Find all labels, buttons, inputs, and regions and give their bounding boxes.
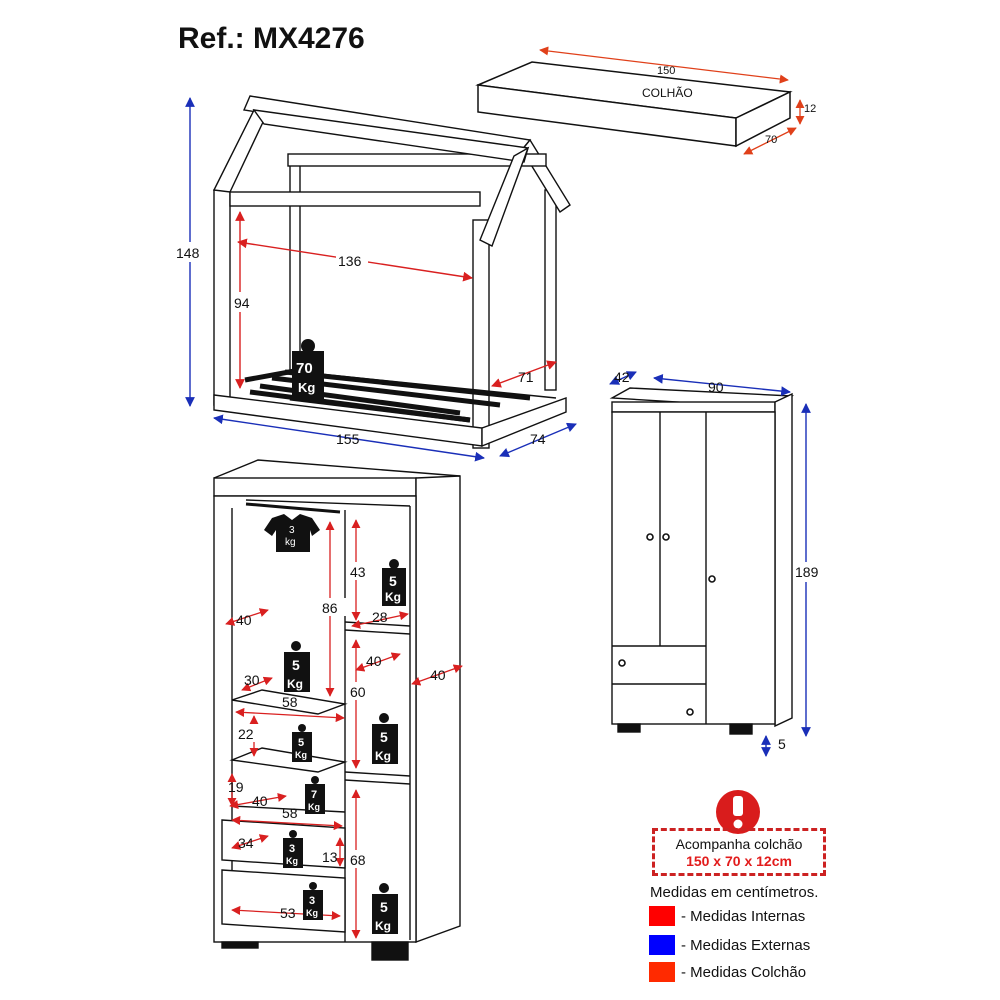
legend-item-mattress: - Medidas Colchão	[649, 961, 806, 983]
notice-line-2: 150 x 70 x 12cm	[686, 853, 792, 869]
legend-swatch	[649, 935, 675, 955]
dim-30: 30	[244, 672, 260, 688]
weight-unit: Kg	[295, 750, 307, 760]
dim-58-low: 58	[282, 805, 298, 821]
weight-icon-shirt: 3 kg	[264, 514, 320, 552]
bed-length-label: 155	[336, 431, 360, 447]
shirt-load-value: 3	[289, 525, 295, 536]
weight-icon-5kg-e: 5 Kg	[372, 883, 398, 934]
dim-40-left: 40	[236, 612, 252, 628]
bed-load-value: 70	[296, 360, 313, 377]
weight-icon-7kg: 7 Kg	[305, 776, 325, 814]
legend-item-external: - Medidas Externas	[649, 934, 810, 956]
weight-value: 5	[389, 573, 397, 589]
dim-68: 68	[350, 852, 366, 868]
weight-unit: Kg	[286, 856, 298, 866]
weight-icon-3kg-a: 3 Kg	[283, 830, 303, 868]
mattress-dimension-lines	[539, 46, 805, 155]
wardrobe-height-mask	[793, 562, 823, 582]
weight-icon-5kg-d: 5 Kg	[292, 724, 312, 762]
bed-height-mask	[174, 242, 204, 262]
weight-unit: Kg	[385, 590, 401, 604]
dim-60: 60	[350, 684, 366, 700]
weight-icon-3kg-b: 3 Kg	[303, 882, 323, 920]
wardrobe-width-label: 90	[708, 379, 724, 395]
bed-inner-height-mask	[232, 292, 258, 312]
legend-swatch	[649, 962, 675, 982]
notice-line-1: Acompanha colchão	[675, 836, 803, 852]
dim-13: 13	[322, 849, 338, 865]
legend-swatch	[649, 906, 675, 926]
legend-item-internal: - Medidas Internas	[649, 905, 805, 927]
bed-inner-length-mask	[336, 250, 368, 270]
weight-unit: Kg	[375, 749, 391, 763]
weight-unit: Kg	[375, 919, 391, 933]
dim-40-right: 40	[430, 667, 446, 683]
legend-label: - Medidas Internas	[681, 907, 806, 925]
legend-label: - Medidas Externas	[681, 936, 811, 954]
bed-inner-height-label: 94	[234, 295, 250, 311]
mattress-height-label: 12	[804, 103, 816, 115]
weight-value: 3	[289, 843, 295, 855]
wardrobe-closed-drawing	[609, 387, 795, 735]
wardrobe-open-drawing	[213, 459, 461, 961]
mattress-width-label: 70	[765, 134, 777, 146]
dim-40-low: 40	[252, 793, 268, 809]
weight-unit: Kg	[287, 677, 303, 691]
dim-53: 53	[280, 905, 296, 921]
mattress-length-label: 150	[657, 65, 675, 77]
wardrobe-interior-labels: 43 86 40 28 40 40 30 60 58 22 19 40 58 3…	[228, 562, 446, 921]
legend-label: - Medidas Colchão	[681, 963, 807, 981]
weight-value: 5	[292, 657, 300, 673]
warning-exclamation-icon	[716, 790, 760, 834]
weight-icon-5kg-c: 5 Kg	[372, 713, 398, 764]
dim-22: 22	[238, 726, 254, 742]
dim-40-mid: 40	[366, 653, 382, 669]
bed-inner-length-label: 136	[338, 253, 362, 269]
dim-28: 28	[372, 609, 388, 625]
bed-side-label: 71	[518, 369, 534, 385]
dim-86: 86	[322, 600, 338, 616]
shirt-load-unit: kg	[285, 537, 296, 548]
bed-load-weight-icon: 70 Kg	[292, 339, 324, 399]
dim-58-top: 58	[282, 694, 298, 710]
dim-19: 19	[228, 779, 244, 795]
bed-load-unit: Kg	[298, 380, 315, 395]
bed-height-label: 148	[176, 245, 200, 261]
weight-unit: Kg	[308, 802, 320, 812]
weight-unit: Kg	[306, 908, 318, 918]
dim-34: 34	[238, 835, 254, 851]
bed-depth-label: 74	[530, 431, 546, 447]
mattress-included-notice: Acompanha colchão 150 x 70 x 12cm	[652, 828, 826, 876]
reference-title: Ref.: MX4276	[178, 22, 365, 55]
weight-value: 3	[309, 895, 315, 907]
wardrobe-hanger-rod	[245, 502, 341, 514]
weight-icon-5kg-a: 5 Kg	[382, 559, 406, 606]
weight-value: 5	[298, 737, 304, 749]
wardrobe-height-label: 189	[795, 564, 819, 580]
weight-value: 5	[380, 729, 388, 745]
weight-value: 5	[380, 899, 388, 915]
wardrobe-depth-label: 42	[614, 369, 630, 385]
units-note: Medidas em centímetros.	[650, 884, 819, 901]
wardrobe-knobs	[618, 533, 716, 716]
dim-43: 43	[350, 564, 366, 580]
wardrobe-feet-label: 5	[778, 736, 786, 752]
weight-value: 7	[311, 789, 317, 801]
weight-icon-5kg-b: 5 Kg	[284, 641, 310, 692]
mattress-label: COLHÃO	[642, 86, 693, 100]
